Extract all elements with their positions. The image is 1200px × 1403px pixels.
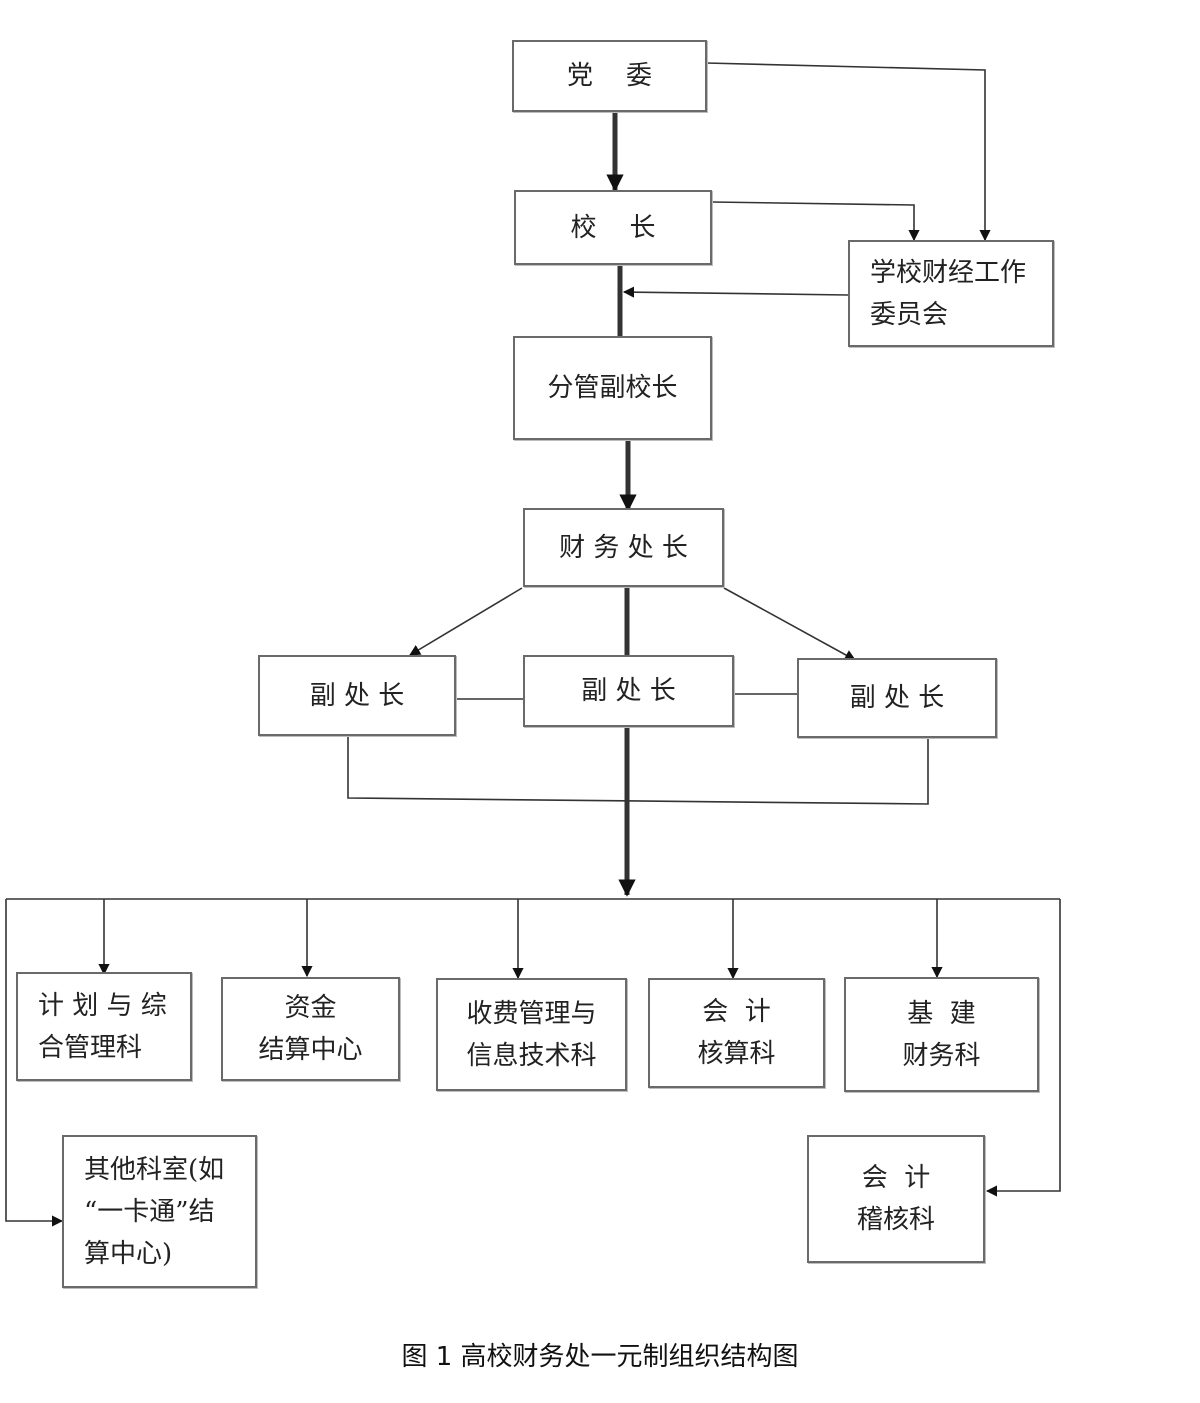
- node-planning-section: 计 划 与 综 合管理科: [16, 972, 192, 1081]
- node-fund-center: 资金 结算中心: [221, 977, 400, 1081]
- node-label: 计 划 与 综 合管理科: [38, 990, 167, 1063]
- edge-bus-other: [5, 899, 64, 1227]
- node-label: 收费管理与 信息技术科: [466, 998, 597, 1071]
- node-deputy-left: 副 处 长: [258, 655, 456, 736]
- node-label: 会 计 稽核科: [856, 1163, 935, 1235]
- node-label: 学校财经工作 委员会: [870, 257, 1027, 330]
- node-label: 副 处 长: [581, 676, 676, 706]
- node-accounting-audit: 会 计 稽核科: [807, 1135, 985, 1263]
- node-label: 副 处 长: [849, 683, 945, 713]
- node-label: 其他科室(如 “一卡通”结 算中心): [84, 1154, 225, 1269]
- edge-party-committee: [705, 62, 991, 242]
- node-deputy-center: 副 处 长: [523, 655, 734, 727]
- node-deputy-right: 副 处 长: [797, 658, 997, 738]
- node-label: 校 长: [570, 212, 656, 243]
- node-construction-finance: 基 建 财务科: [844, 977, 1039, 1092]
- node-label: 分管副校长: [547, 373, 678, 403]
- edge-committee-spine: [622, 286, 849, 298]
- node-accounting-section: 会 计 核算科: [648, 978, 825, 1088]
- node-label: 财 务 处 长: [559, 532, 688, 563]
- edge-director-deputyleft: [409, 587, 523, 656]
- edge-president-committee: [711, 201, 920, 242]
- edge-director-deputyright: [723, 587, 856, 661]
- node-vice-president: 分管副校长: [513, 336, 712, 440]
- edge-deputy-under-bracket: [347, 735, 929, 805]
- node-party-committee: 党 委: [512, 40, 707, 112]
- node-label: 资金 结算中心: [258, 993, 363, 1065]
- node-president: 校 长: [514, 190, 712, 265]
- node-label: 基 建 财务科: [902, 998, 981, 1071]
- node-label: 党 委: [566, 61, 653, 91]
- node-other-offices: 其他科室(如 “一卡通”结 算中心): [62, 1135, 257, 1288]
- node-finance-committee: 学校财经工作 委员会: [848, 240, 1054, 347]
- node-fee-it-section: 收费管理与 信息技术科: [436, 978, 627, 1091]
- figure-caption: 图 1 高校财务处一元制组织结构图: [401, 1342, 799, 1372]
- node-finance-director: 财 务 处 长: [523, 508, 724, 587]
- node-label: 副 处 长: [309, 680, 405, 711]
- node-label: 会 计 核算科: [697, 997, 776, 1069]
- edge-bus-audit: [985, 899, 1061, 1197]
